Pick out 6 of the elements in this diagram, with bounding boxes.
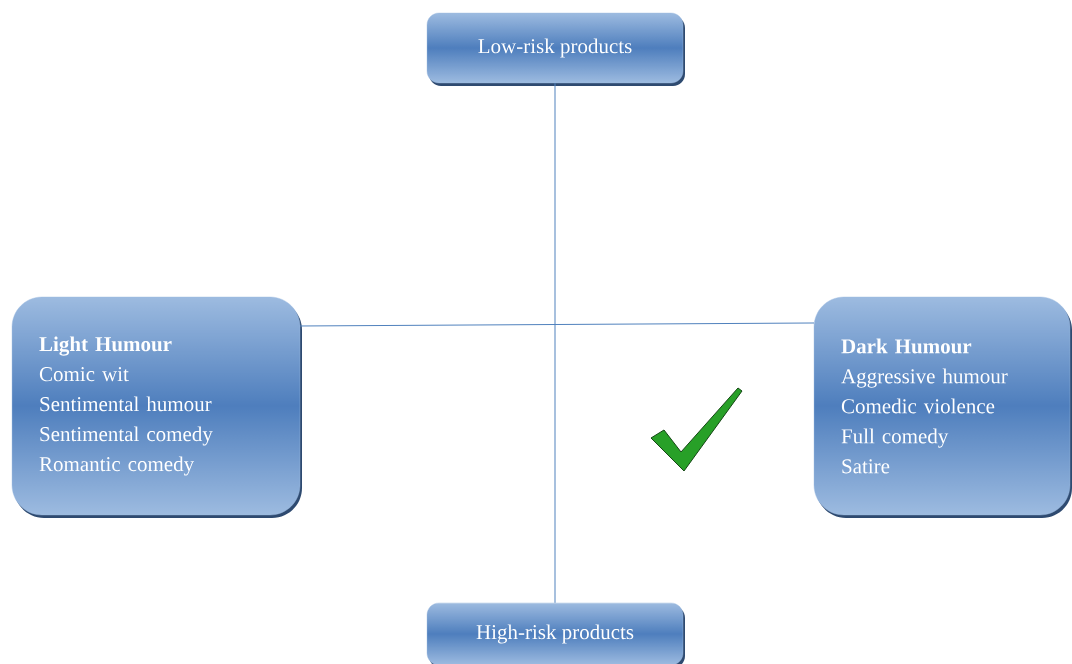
category-box: Light Humour Comic wit Sentimental humour Sentimental comedy Romantic comedy	[11, 296, 302, 518]
category-box: Dark Humour Aggressive humour Comedic violence Full comedy Satire	[813, 296, 1072, 518]
connector-line	[554, 82, 556, 604]
connector-line	[299, 322, 815, 327]
label-box: Low-risk products	[426, 12, 685, 86]
label-box: High-risk products	[426, 602, 685, 664]
